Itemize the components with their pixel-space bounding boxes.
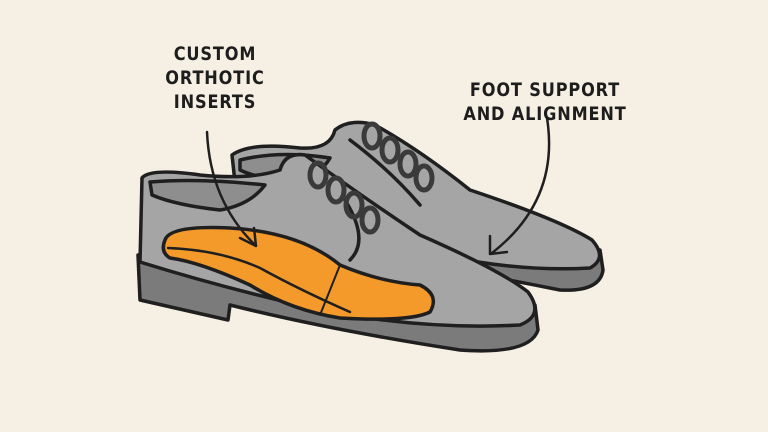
support-arrowhead-icon bbox=[488, 234, 509, 256]
custom-orthotic-inserts-label: CUSTOM ORTHOTIC INSERTS bbox=[143, 42, 288, 114]
foot-support-label: FOOT SUPPORT AND ALIGNMENT bbox=[443, 78, 647, 126]
front-shoe-laces bbox=[307, 160, 381, 235]
insert-crease-line bbox=[319, 264, 341, 316]
insert-arrowhead-icon bbox=[238, 226, 258, 248]
support-arrow bbox=[490, 116, 551, 255]
arrows bbox=[205, 116, 551, 256]
back-shoe-vamp-line bbox=[348, 138, 422, 207]
label-line: CUSTOM bbox=[173, 43, 257, 65]
label-line: ORTHOTIC bbox=[165, 67, 265, 89]
label-line: FOOT SUPPORT bbox=[469, 79, 621, 101]
back-shoe-laces bbox=[361, 121, 435, 193]
label-line: INSERTS bbox=[173, 91, 257, 113]
front-shoe bbox=[136, 152, 540, 353]
label-line: AND ALIGNMENT bbox=[463, 103, 627, 125]
insert-edge-line bbox=[166, 246, 352, 314]
front-shoe-opening bbox=[148, 178, 267, 212]
orthotic-insert bbox=[161, 225, 436, 321]
insert-arrow bbox=[205, 130, 256, 246]
front-shoe-vamp-line bbox=[343, 198, 361, 262]
